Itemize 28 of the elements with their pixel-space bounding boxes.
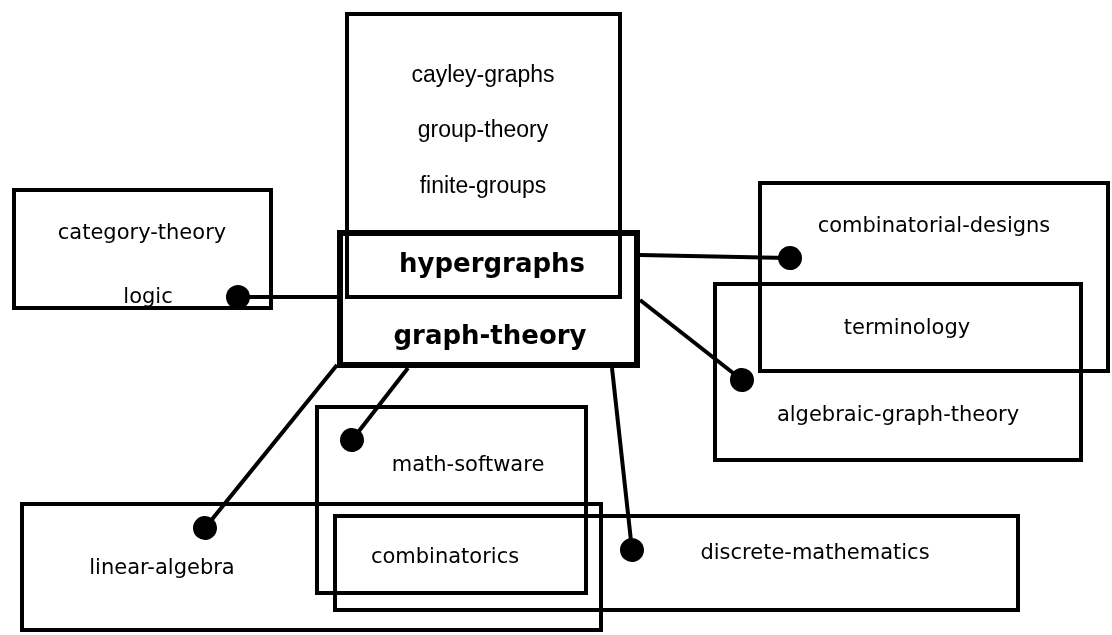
tag-label: algebraic-graph-theory [776, 402, 1020, 428]
tag-label: combinatorics [370, 544, 520, 570]
tag-label: cayley-graphs [411, 61, 555, 89]
tag-label: logic [123, 284, 173, 310]
connector-line [340, 366, 410, 452]
tag-box [20, 502, 603, 632]
connector-line [226, 285, 337, 309]
tag-label: linear-algebra [89, 555, 235, 581]
tag-box [758, 181, 1110, 373]
tag-label: group-theory [417, 116, 549, 144]
tag-box [345, 12, 622, 299]
connector-line [638, 298, 754, 392]
tag-box [12, 188, 273, 310]
tag-label: combinatorial-designs [817, 213, 1051, 239]
connector-line [639, 246, 802, 270]
tag-label: finite-groups [419, 172, 547, 200]
tag-box [713, 282, 1083, 462]
tag-box [337, 230, 640, 368]
tag-box [333, 514, 1020, 612]
connector-line [610, 367, 644, 562]
tag-label: category-theory [57, 220, 227, 246]
connector-line [193, 363, 339, 540]
tag-label: graph-theory [393, 320, 587, 352]
tag-label: math-software [391, 452, 545, 478]
tag-label: hypergraphs [398, 248, 586, 280]
tag-label: discrete-mathematics [700, 540, 930, 566]
tag-box [315, 405, 588, 595]
tag-label: terminology [843, 315, 971, 341]
